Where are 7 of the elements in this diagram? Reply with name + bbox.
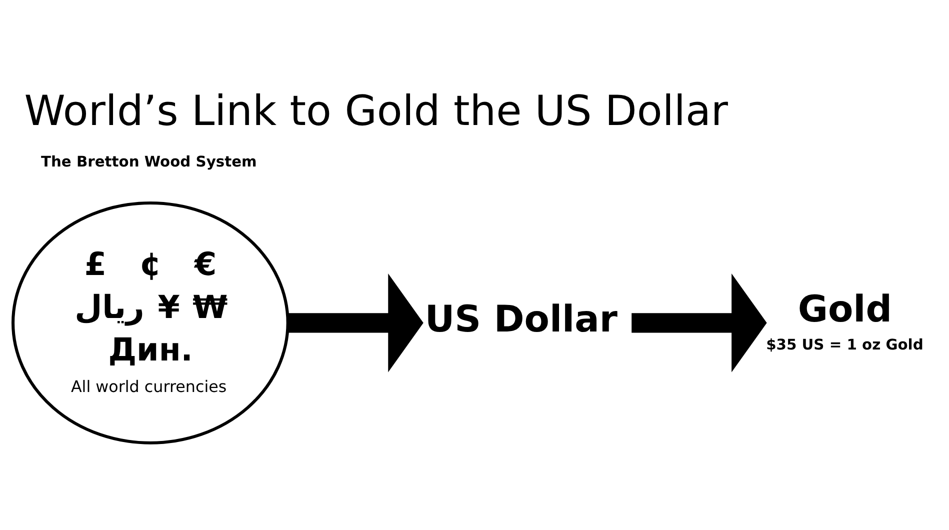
diagram-title: World’s Link to Gold the US Dollar: [24, 86, 728, 136]
node-text: US Dollar: [424, 297, 618, 340]
node-text: Gold: [798, 288, 892, 331]
arrow: [288, 274, 424, 372]
node-label: $35 US = 1 oz Gold: [766, 336, 924, 354]
arrow: [632, 274, 767, 372]
label: The Bretton Wood System: [40, 154, 257, 170]
